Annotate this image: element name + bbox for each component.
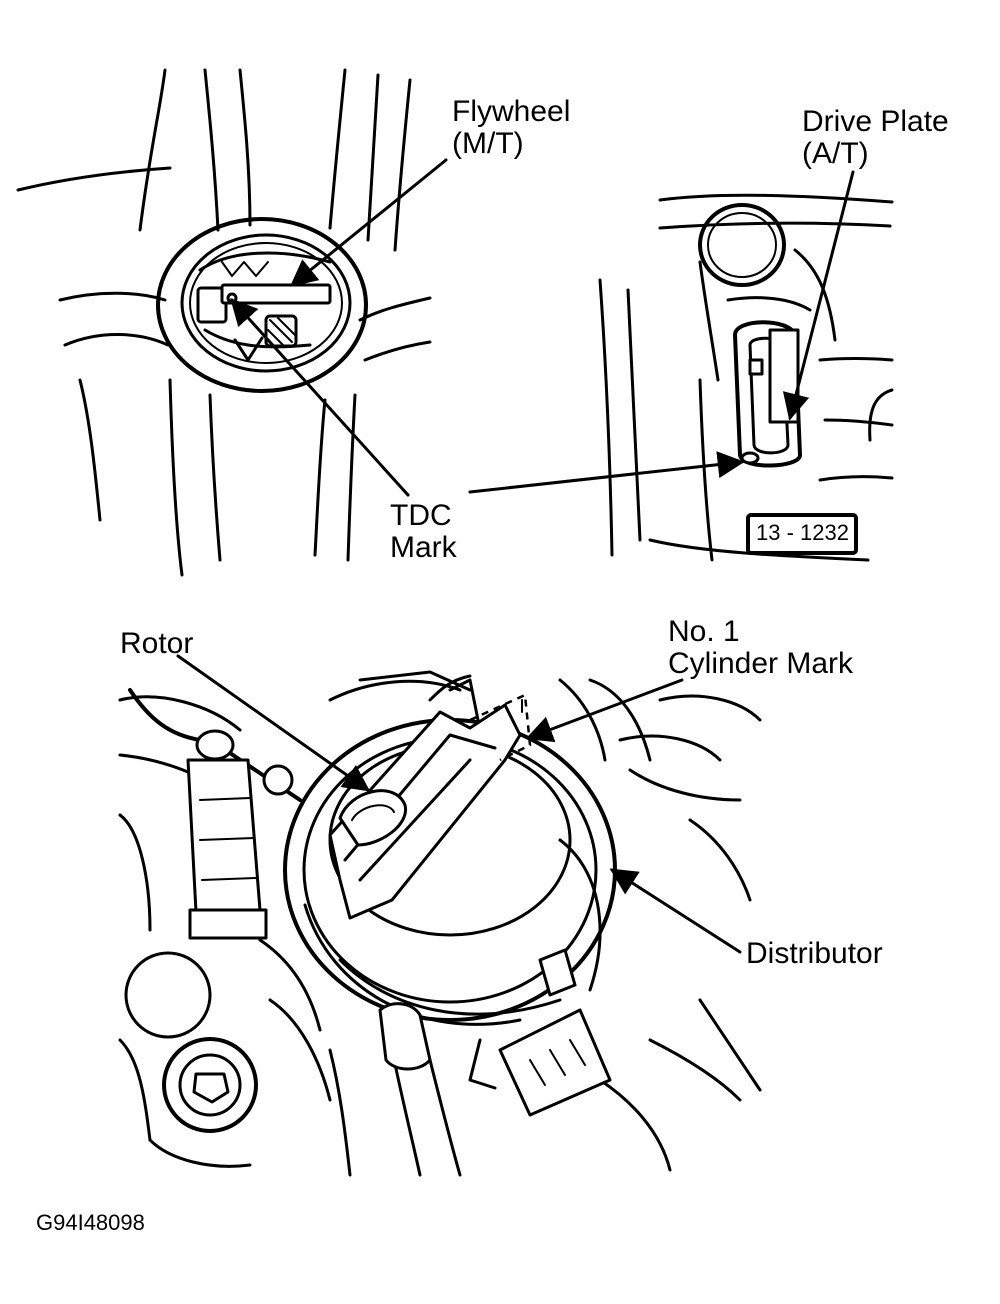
drive-plate-label-line1: Drive Plate xyxy=(802,105,949,138)
drive-plate-housing-illustration xyxy=(598,193,894,562)
rotor-label: Rotor xyxy=(120,627,194,660)
flywheel-label-line1: Flywheel xyxy=(452,95,571,128)
figure-id: G94I48098 xyxy=(36,1210,145,1235)
distributor-label: Distributor xyxy=(746,937,883,970)
tdc-mark-label-line2: Mark xyxy=(390,531,457,564)
drive-plate-label-line2: (A/T) xyxy=(802,137,869,170)
tdc-mark-label: TDC Mark xyxy=(390,500,457,564)
no1-cylinder-mark-label: No. 1 Cylinder Mark xyxy=(668,616,853,680)
drive-plate-label: Drive Plate (A/T) xyxy=(802,106,949,170)
flywheel-label: Flywheel (M/T) xyxy=(452,96,570,160)
distributor-illustration xyxy=(118,670,762,1177)
no1-cylinder-mark-label-line2: Cylinder Mark xyxy=(668,647,854,680)
plate-code-box xyxy=(746,513,858,555)
plate-code-text: 13 - 1232 xyxy=(756,520,849,545)
flywheel-label-line2: (M/T) xyxy=(452,127,524,160)
leader-lines xyxy=(176,158,855,954)
tdc-mark-label-line1: TDC xyxy=(390,499,452,532)
flywheel-housing-illustration xyxy=(16,68,432,577)
no1-cylinder-mark-label-line1: No. 1 xyxy=(668,615,740,648)
